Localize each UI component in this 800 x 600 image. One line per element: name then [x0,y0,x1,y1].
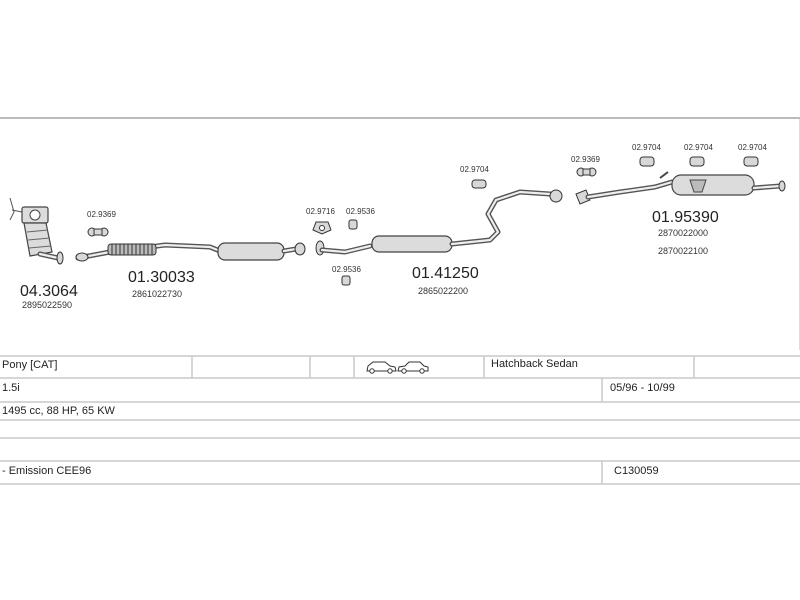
hatchback-car-icon [366,361,397,374]
clamp[interactable] [341,275,351,286]
catalytic-converter[interactable] [9,197,64,265]
vehicle-emission: - Emission CEE96 [2,465,92,477]
accessory-number-label: 02.9704 [684,143,713,152]
accessory-number-label: 02.9369 [87,210,116,219]
vehicle-date-range: 05/96 - 10/99 [610,382,675,394]
accessory-number-label: 02.9704 [632,143,661,152]
vehicle-engine: 1.5i [2,382,20,394]
vehicle-body-types: Hatchback Sedan [491,358,578,370]
oe-number-label: 2861022730 [132,289,182,299]
middle-silencer[interactable] [315,189,563,256]
accessory-number-label: 02.9536 [332,265,361,274]
oe-number-label: 2865022200 [418,286,468,296]
flange-gasket[interactable] [312,221,332,235]
gasket[interactable] [87,227,109,237]
oe-number-label: 2895022590 [22,300,72,310]
oe-number-label: 2870022000 [658,228,708,238]
accessory-number-label: 02.9369 [571,155,600,164]
part-number-label: 04.3064 [20,283,78,300]
vehicle-info-table [0,355,800,485]
oe-number-label: 2870022100 [658,246,708,256]
part-number-label: 01.41250 [412,265,479,282]
clamp[interactable] [348,219,358,230]
gasket[interactable] [576,167,597,177]
accessory-number-label: 02.9704 [460,165,489,174]
part-number-label: 01.30033 [128,269,195,286]
rear-silencer[interactable] [575,171,786,205]
vehicle-specs: 1495 cc, 88 HP, 65 KW [2,405,115,417]
vehicle-code: C130059 [614,465,659,477]
accessory-number-label: 02.9704 [738,143,767,152]
front-pipe[interactable] [75,242,306,262]
sedan-car-icon [397,361,429,374]
rubber-mount[interactable] [471,179,487,189]
accessory-number-label: 02.9716 [306,207,335,216]
rubber-mount[interactable] [743,156,759,167]
part-number-label: 01.95390 [652,209,719,226]
accessory-number-label: 02.9536 [346,207,375,216]
rubber-mount[interactable] [639,156,655,167]
rubber-mount[interactable] [689,156,705,167]
vehicle-model: Pony [CAT] [2,359,58,371]
